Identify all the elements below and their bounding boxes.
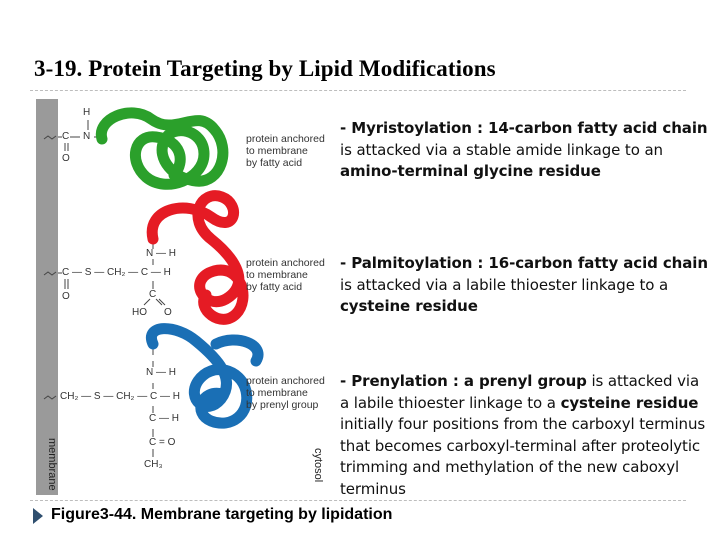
para-2-segment: cysteine residue bbox=[560, 393, 699, 412]
para-0-segment: amino-terminal glycine residue bbox=[340, 162, 601, 180]
page-title: 3-19. Protein Targeting by Lipid Modific… bbox=[34, 56, 496, 81]
caption-bullet-icon bbox=[33, 508, 43, 524]
chem-nh: N — H bbox=[146, 248, 176, 259]
para-1-segment: is attacked via a labile thioester linka… bbox=[340, 275, 669, 294]
myristoylation-text: - Myristoylation : 14-carbon fatty acid … bbox=[340, 118, 712, 183]
panel-3-label: protein anchored to membrane by prenyl g… bbox=[246, 375, 325, 411]
title-divider bbox=[30, 90, 686, 91]
membrane-bar bbox=[36, 99, 58, 495]
chem-ch-3: C — H bbox=[149, 413, 179, 424]
panel-2-label: protein anchored to membrane by fatty ac… bbox=[246, 257, 325, 293]
red-protein bbox=[146, 190, 249, 325]
para-1-segment: cysteine residue bbox=[340, 297, 478, 315]
chem-o: O bbox=[62, 153, 70, 164]
para-0-segment: - Myristoylation : 14-carbon fatty acid … bbox=[340, 119, 708, 137]
caption-divider bbox=[30, 500, 686, 501]
chem-co-3: C = O bbox=[149, 437, 176, 448]
lipidation-diagram bbox=[43, 107, 264, 457]
chem-ch3: CH₃ bbox=[144, 459, 163, 470]
palmitoyl-linkage bbox=[43, 241, 166, 306]
para-0-segment: is attacked via a stable amide linkage t… bbox=[340, 140, 663, 159]
chem-row-3: CH₂ — S — CH₂ — C — H bbox=[60, 391, 180, 402]
chem-o-2: O bbox=[164, 307, 172, 318]
prenylation-text: - Prenylation : a prenyl group is attack… bbox=[340, 371, 712, 500]
para-2-segment: - Prenylation : a prenyl group bbox=[340, 372, 587, 390]
palmitoylation-text: - Palmitoylation : 16-carbon fatty acid … bbox=[340, 253, 712, 318]
green-protein bbox=[95, 107, 229, 190]
cytosol-label: cytosol bbox=[312, 448, 324, 483]
chem-n: N bbox=[83, 131, 91, 142]
chem-h: H bbox=[83, 107, 91, 118]
chem-c: C bbox=[62, 131, 70, 142]
chem-c-2: C bbox=[149, 289, 157, 300]
caption-text: Figure3-44. Membrane targeting by lipida… bbox=[51, 506, 393, 523]
lipidation-figure: H C N O N — H C — S — CH₂ — C — H O C HO… bbox=[36, 99, 331, 495]
chem-row-2: C — S — CH₂ — C — H bbox=[62, 267, 171, 278]
chem-o-left: O bbox=[62, 291, 70, 302]
membrane-label: membrane bbox=[46, 437, 58, 491]
para-1-segment: - Palmitoylation : 16-carbon fatty acid … bbox=[340, 254, 708, 272]
chem-ho: HO bbox=[132, 307, 147, 318]
para-2-segment: is attacked via a labile thioester linka… bbox=[340, 372, 700, 412]
para-2-segment: initially four positions from the carbox… bbox=[340, 415, 706, 498]
chem-nh-3: N — H bbox=[146, 367, 176, 378]
blue-protein bbox=[146, 323, 264, 429]
panel-1-label: protein anchored to membrane by fatty ac… bbox=[246, 133, 325, 169]
myristoyl-linkage bbox=[43, 120, 102, 151]
